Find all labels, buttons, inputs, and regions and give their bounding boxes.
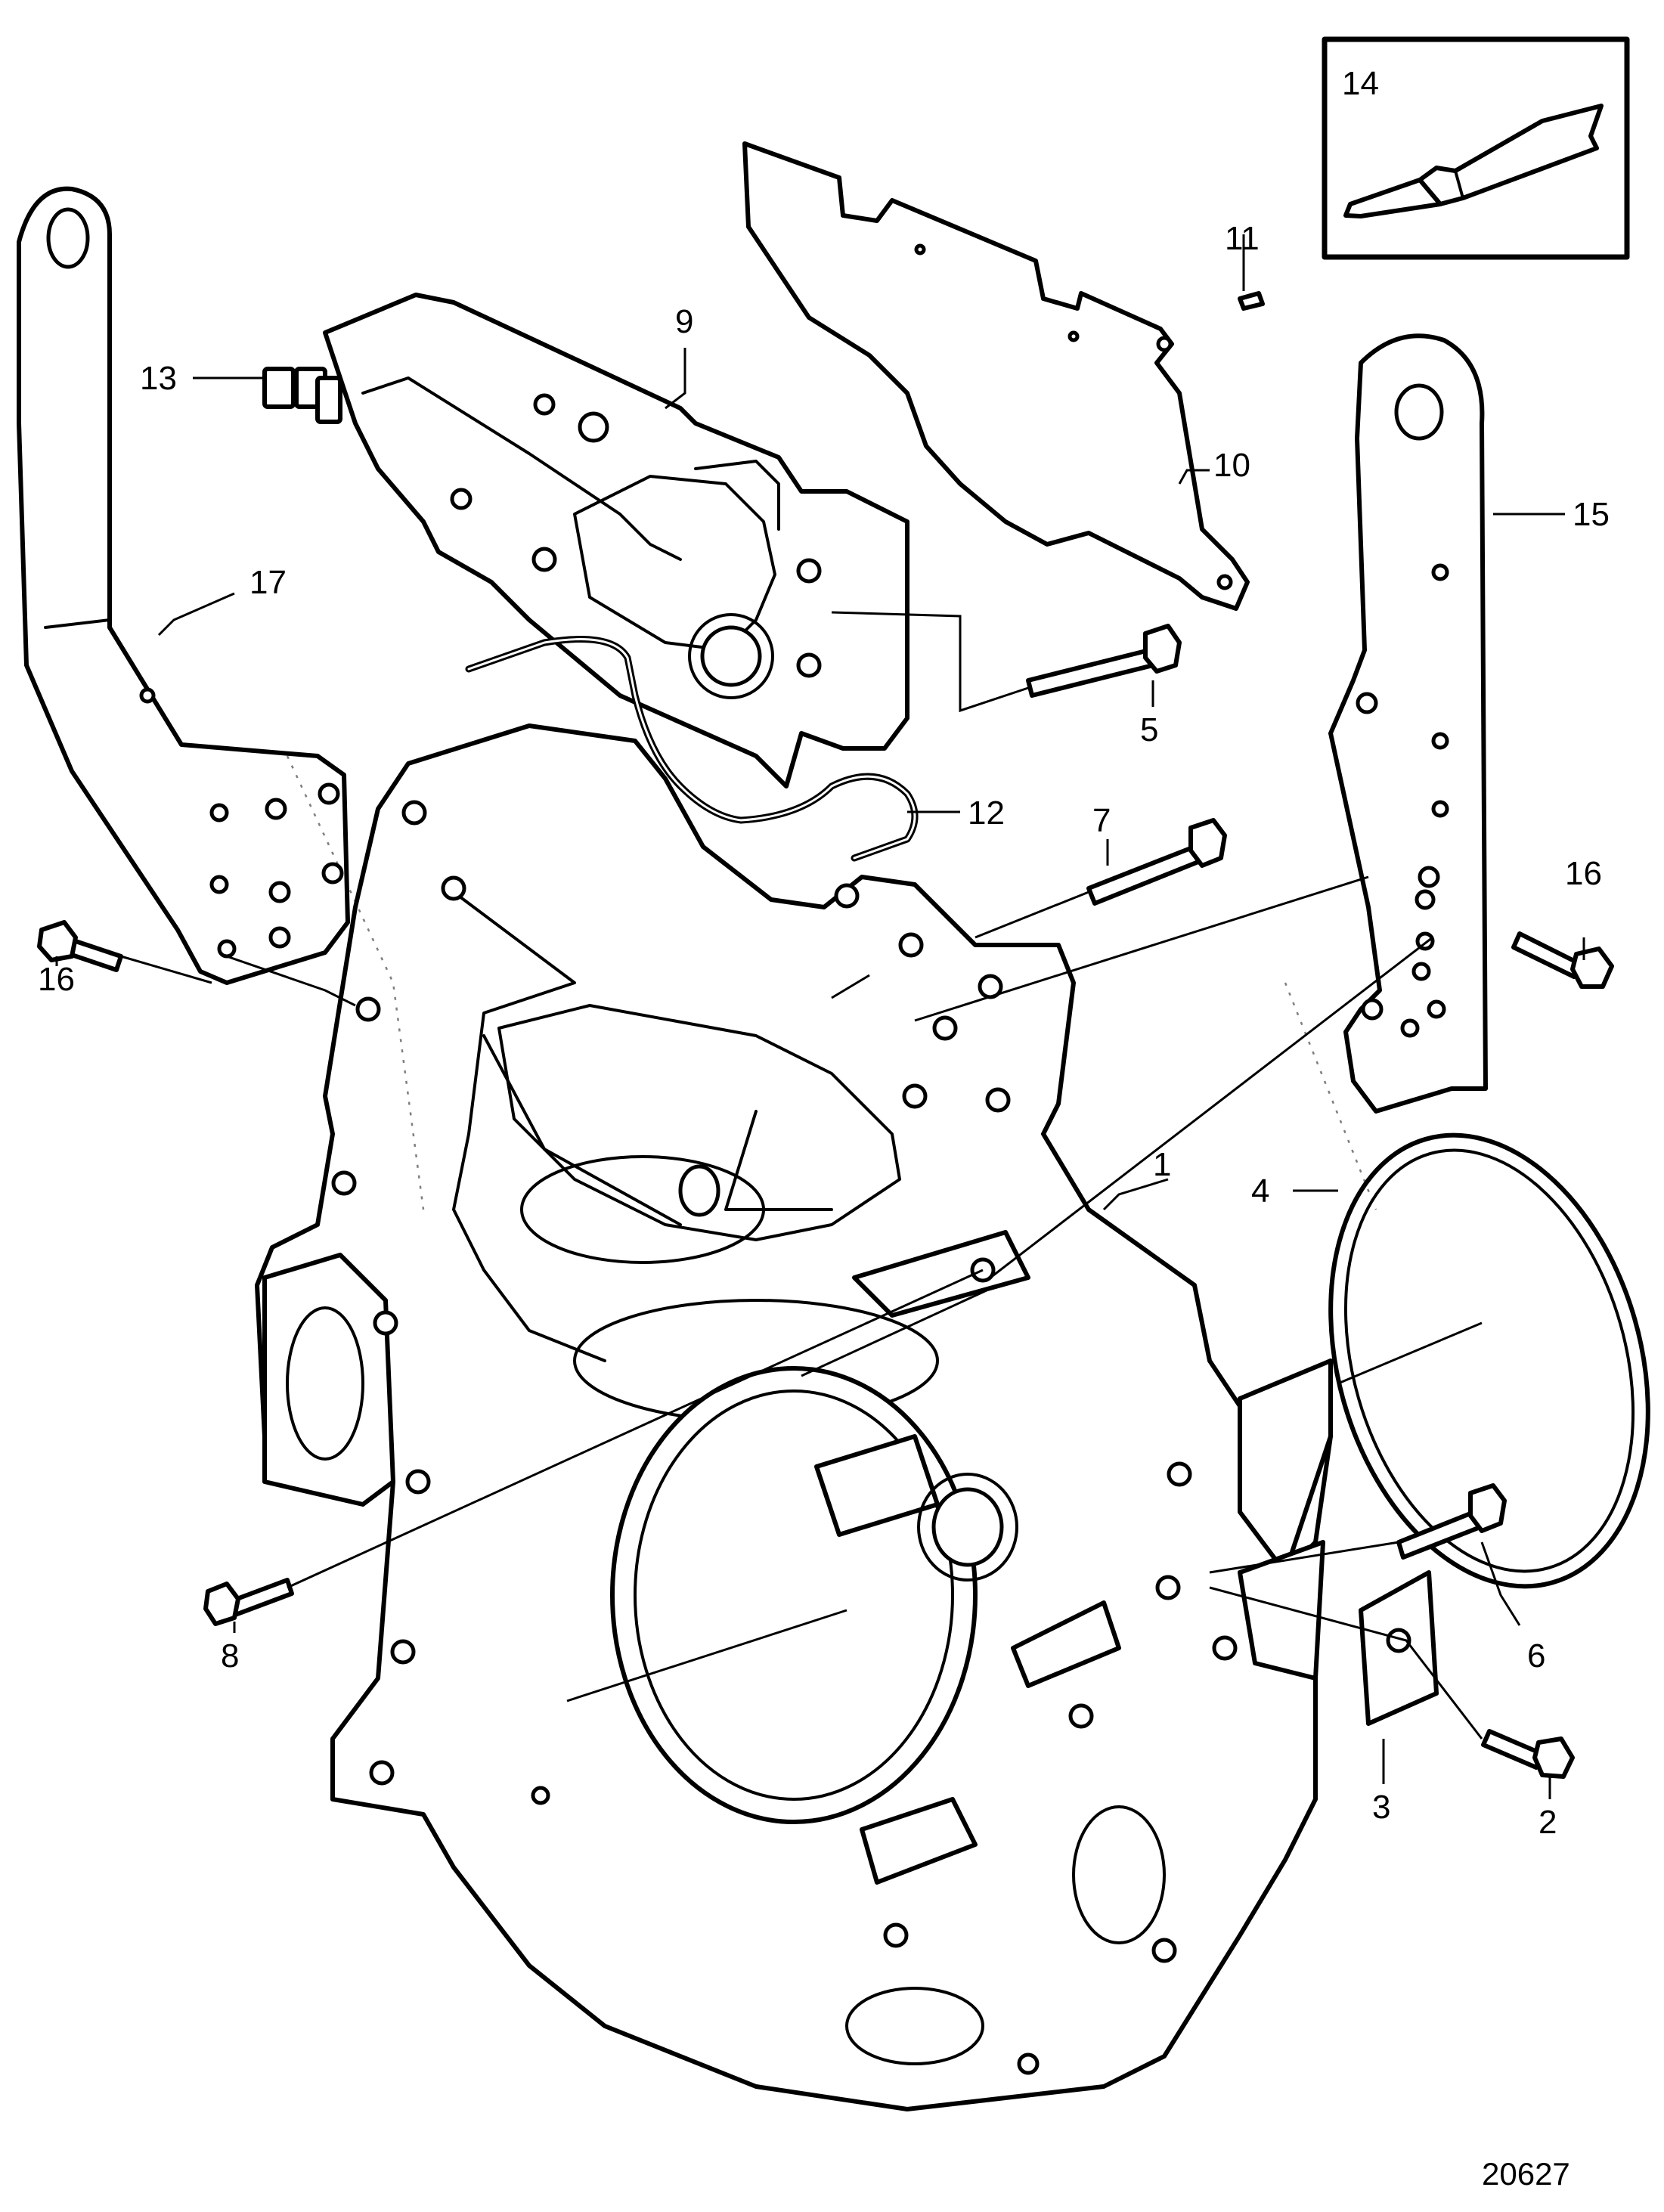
upper-timing-housing — [323, 293, 909, 788]
callout-10: 10 — [1213, 447, 1250, 484]
callout-5: 5 — [1140, 711, 1158, 748]
bolt-8 — [203, 1578, 294, 1626]
callout-2: 2 — [1539, 1804, 1557, 1841]
o-ring-seal — [1328, 1132, 1650, 1589]
sealant-tube-icon — [1418, 104, 1604, 206]
callout-13: 13 — [140, 360, 177, 397]
screw-11 — [1238, 291, 1265, 311]
callout-11: 11 — [1225, 220, 1260, 257]
bolt-7 — [1086, 818, 1227, 906]
callout-16-left: 16 — [38, 961, 75, 998]
crankshaft-bore — [610, 1366, 978, 1824]
sensor-clip — [262, 367, 342, 424]
callout-8: 8 — [221, 1637, 239, 1674]
bolt-5 — [1026, 624, 1182, 698]
callout-1: 1 — [1153, 1146, 1171, 1183]
sealant-inset — [1322, 36, 1630, 260]
bolt-16-left — [37, 920, 123, 972]
callout-6: 6 — [1527, 1637, 1545, 1674]
callout-9: 9 — [675, 303, 693, 340]
callout-3: 3 — [1372, 1789, 1390, 1826]
right-lifting-bracket — [1328, 333, 1488, 1114]
figure-number: 20627 — [1482, 2156, 1570, 2192]
bolt-2 — [1481, 1729, 1575, 1779]
callout-16-right: 16 — [1565, 855, 1602, 892]
gasket-plate — [742, 141, 1250, 611]
callout-17: 17 — [249, 564, 287, 601]
callout-7: 7 — [1092, 802, 1111, 839]
bolt-16-right — [1511, 931, 1614, 989]
left-lifting-bracket — [17, 186, 350, 985]
callout-14: 14 — [1342, 65, 1379, 102]
callout-12: 12 — [968, 795, 1005, 832]
bolt-6 — [1396, 1483, 1507, 1560]
callout-4: 4 — [1251, 1173, 1269, 1210]
callout-15: 15 — [1573, 496, 1610, 533]
